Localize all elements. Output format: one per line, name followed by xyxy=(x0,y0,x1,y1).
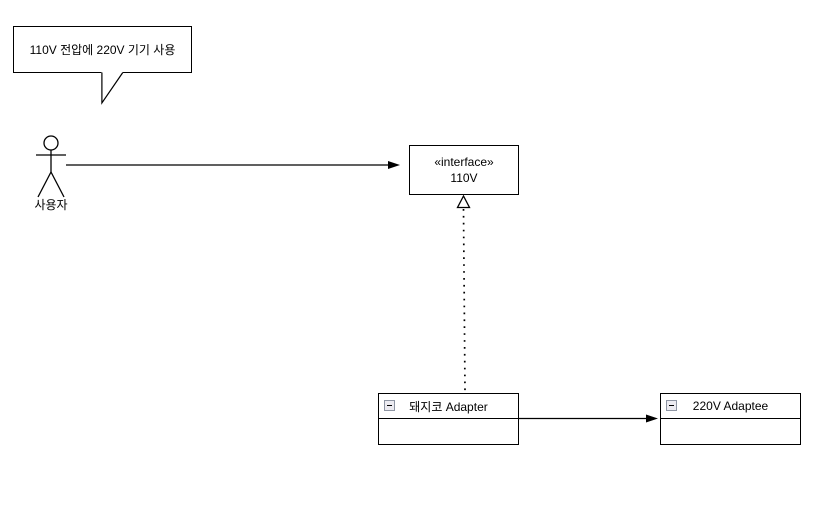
class-adapter-title: 돼지코 Adapter xyxy=(379,394,518,419)
actor-left-leg xyxy=(37,171,52,198)
note-tail-outline xyxy=(101,72,124,105)
realization-dotted-line xyxy=(462,208,466,392)
collapse-minus-icon[interactable] xyxy=(666,400,677,411)
actor-figure[interactable] xyxy=(36,135,66,198)
class-adapter[interactable]: 돼지코 Adapter xyxy=(378,393,519,445)
actor-label: 사용자 xyxy=(34,198,68,212)
association-actor-to-interface[interactable] xyxy=(66,161,400,169)
arrowhead-icon xyxy=(646,414,658,423)
note-text: 110V 전압에 220V 기기 사용 xyxy=(29,43,176,57)
actor-right-leg xyxy=(50,171,65,198)
arrowhead-icon xyxy=(388,161,400,169)
class-adaptee-empty-compartment xyxy=(661,419,800,444)
class-adaptee[interactable]: 220V Adaptee xyxy=(660,393,801,445)
class-adaptee-title: 220V Adaptee xyxy=(661,394,800,419)
collapse-minus-icon[interactable] xyxy=(384,400,395,411)
class-adapter-name: 돼지코 Adapter xyxy=(409,399,488,414)
class-adapter-empty-compartment xyxy=(379,419,518,444)
hollow-triangle-icon xyxy=(456,194,471,209)
actor-head xyxy=(43,135,59,151)
class-interface-110v[interactable]: «interface» 110V xyxy=(409,145,519,195)
class-adaptee-name: 220V Adaptee xyxy=(692,399,769,413)
interface-stereotype: «interface» xyxy=(434,155,494,169)
note-tail xyxy=(101,72,124,105)
association-adapter-to-adaptee[interactable] xyxy=(519,414,658,423)
realization-adapter-to-interface[interactable] xyxy=(456,194,471,392)
note-tail-fill xyxy=(101,72,123,103)
uml-note-callout[interactable]: 110V 전압에 220V 기기 사용 xyxy=(13,26,192,73)
interface-name: 110V xyxy=(450,171,478,185)
